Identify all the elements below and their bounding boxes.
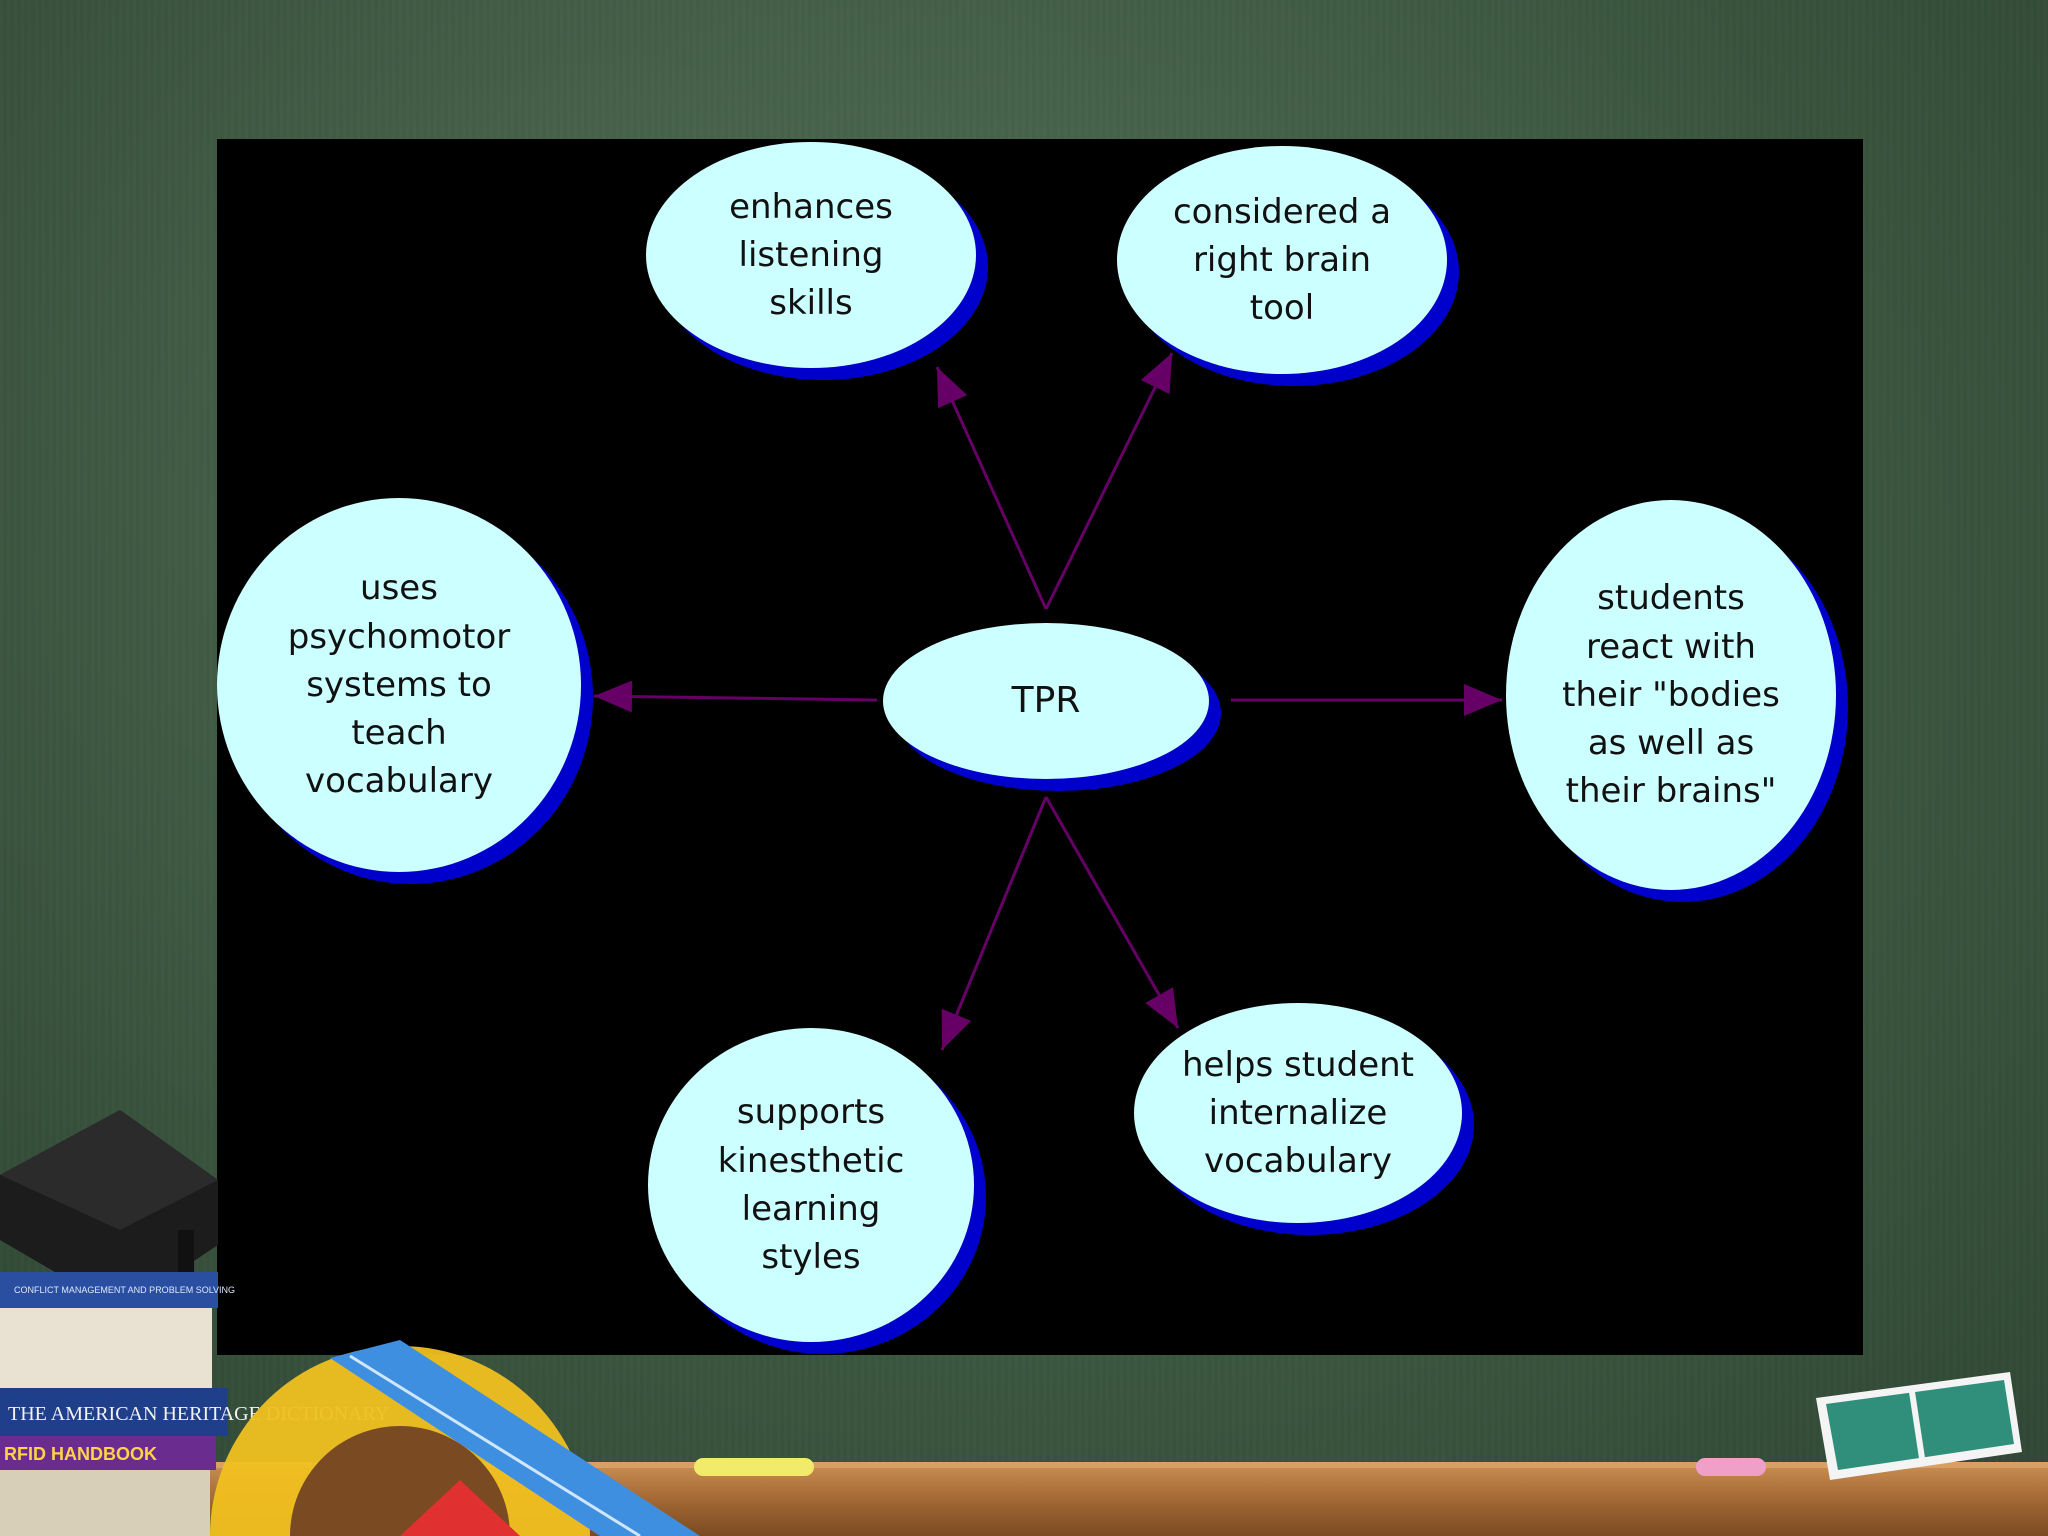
pink-chalk-icon <box>1696 1458 1766 1476</box>
eraser-icon <box>1816 1372 2022 1480</box>
book-title-1: CONFLICT MANAGEMENT AND PROBLEM SOLVING <box>14 1285 235 1295</box>
book-title-3: RFID HANDBOOK <box>4 1444 157 1464</box>
yellow-chalk-icon <box>694 1458 814 1476</box>
